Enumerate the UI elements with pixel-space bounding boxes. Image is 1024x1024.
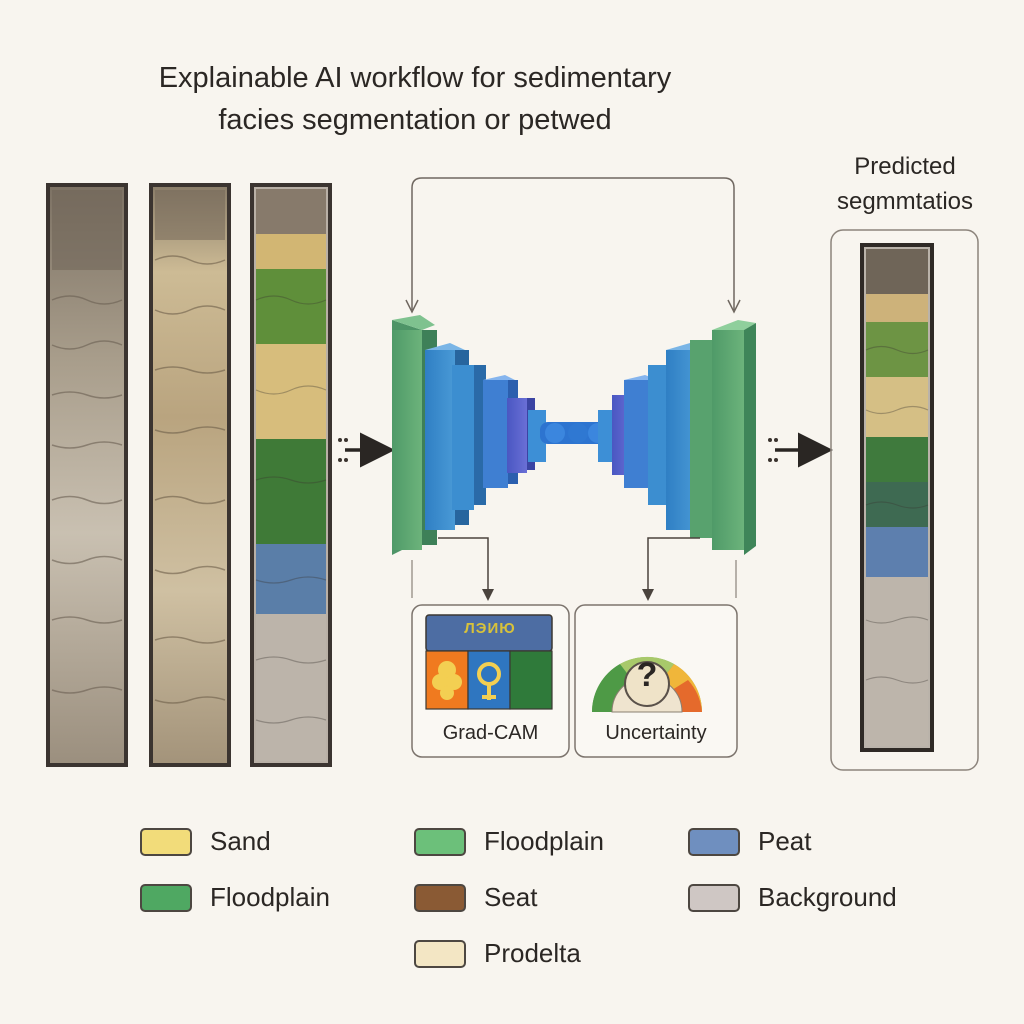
core-sample-2	[149, 183, 231, 767]
uncertainty-label: Uncertainty	[605, 722, 707, 744]
core-sample-3-facies	[250, 183, 332, 767]
skip-connection-line	[411, 177, 735, 310]
uncertainty-question-icon: ?	[636, 656, 658, 694]
title-line-1: Explainable AI workflow for sedimentary	[158, 62, 672, 94]
predicted-label-line-1: Predicted	[854, 153, 956, 180]
gradcam-arrow	[438, 537, 494, 601]
predicted-label-line-2: segmmtatios	[836, 188, 974, 215]
uncertainty-arrow	[642, 537, 700, 601]
gradcam-header-text: ЛЭИЮ	[464, 620, 516, 637]
output-arrow-dots	[768, 438, 778, 462]
title-line-2: facies segmentation or petwed	[218, 104, 612, 136]
uncertainty-panel	[574, 604, 738, 758]
gradcam-heat-shape-1	[432, 661, 462, 700]
unet-encoder	[392, 315, 546, 555]
unet-decoder	[598, 320, 756, 555]
core-sample-1	[46, 183, 128, 767]
gradcam-heat-shape-2	[477, 662, 501, 700]
input-arrow-dots	[338, 438, 348, 462]
predicted-segmentation	[830, 229, 979, 771]
gradcam-label: Grad-CAM	[442, 722, 539, 744]
gradcam-panel	[411, 604, 570, 758]
